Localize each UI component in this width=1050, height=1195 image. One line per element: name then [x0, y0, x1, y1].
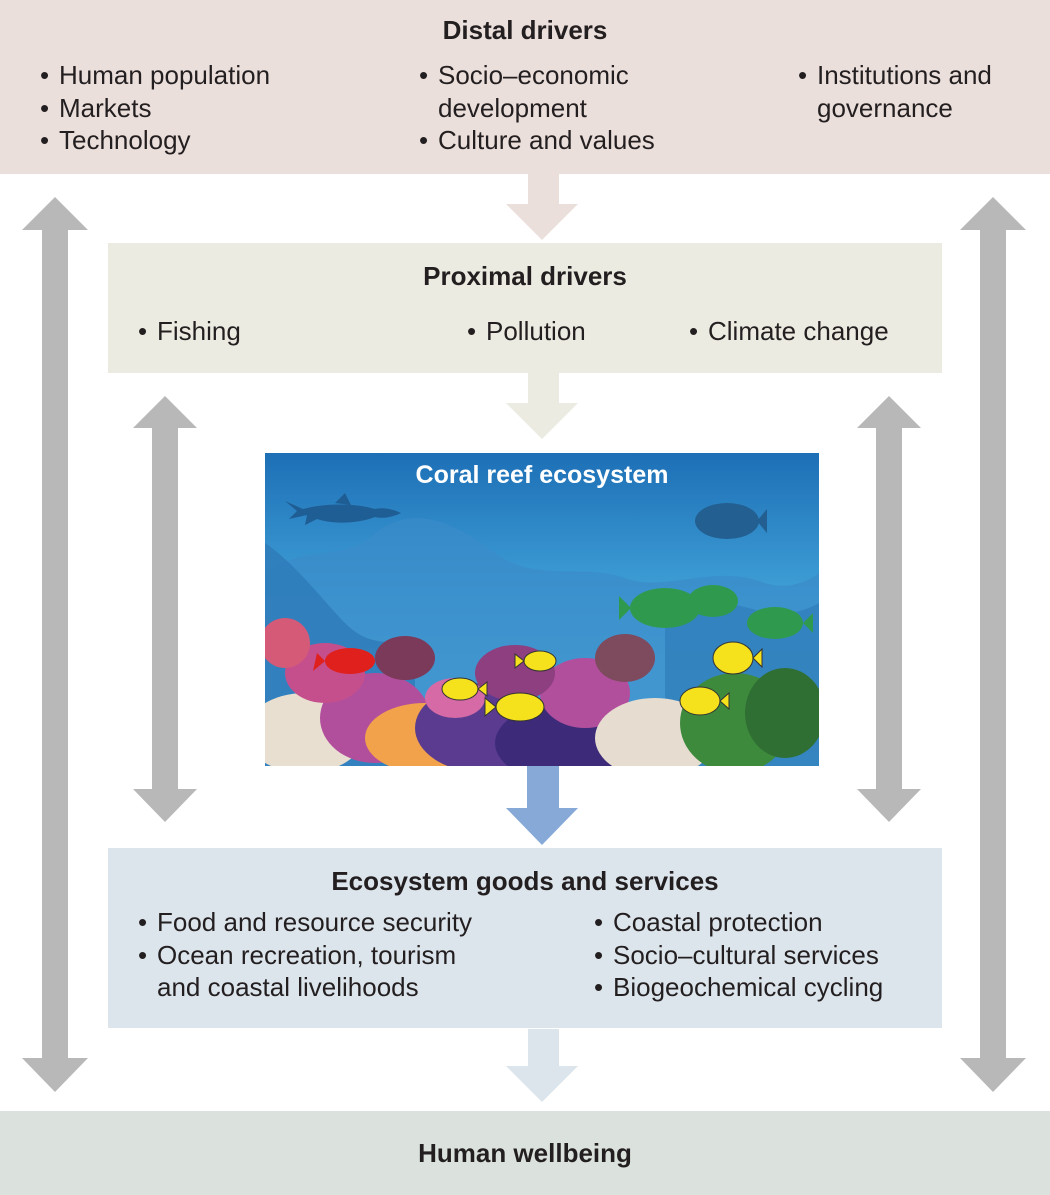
down-arrow-ecosystem-to-services	[506, 766, 578, 845]
list-item: Coastal protection	[594, 906, 883, 939]
list-item: Socio–cultural services	[594, 939, 883, 972]
human-wellbeing-panel: Human wellbeing	[0, 1111, 1050, 1195]
list-item: Markets	[40, 92, 270, 125]
distal-drivers-title: Distal drivers	[442, 15, 608, 45]
coral-reef-illustration: Coral reef ecosystem	[265, 453, 819, 766]
list-item: Fishing	[138, 315, 241, 348]
down-arrow-proximal-to-ecosystem	[506, 373, 578, 439]
list-item: Biogeochemical cycling	[594, 971, 883, 1004]
proximal-drivers-title: Proximal drivers	[423, 261, 627, 291]
list-item: Culture and values	[419, 124, 655, 157]
ecosystem-services-list-1: Food and resource security Ocean recreat…	[138, 906, 472, 1004]
list-item: Socio–economic development	[419, 59, 655, 124]
fish-silhouette-tail	[757, 509, 767, 533]
distal-drivers-list-1: Human population Markets Technology	[40, 59, 270, 157]
coral-reef-title: Coral reef ecosystem	[415, 461, 669, 489]
list-item: Technology	[40, 124, 270, 157]
shark-icon	[285, 493, 401, 525]
double-arrow-outer-left	[22, 197, 88, 1092]
proximal-driver-fishing: Fishing	[138, 315, 241, 348]
double-arrow-inner-right	[857, 396, 921, 822]
list-item: Ocean recreation, tourism and coastal li…	[138, 939, 472, 1004]
red-fish-icon	[313, 648, 375, 674]
proximal-driver-climate: Climate change	[689, 315, 889, 348]
down-arrow-services-to-wellbeing	[506, 1029, 578, 1102]
coral-reef-scene	[265, 453, 819, 766]
ecosystem-services-title: Ecosystem goods and services	[331, 866, 719, 896]
green-fish-group	[619, 585, 813, 639]
proximal-driver-pollution: Pollution	[467, 315, 586, 348]
human-wellbeing-title: Human wellbeing	[418, 1138, 632, 1168]
double-arrow-outer-right	[960, 197, 1026, 1092]
list-item: Climate change	[689, 315, 889, 348]
distal-drivers-list-2: Socio–economic development Culture and v…	[419, 59, 655, 157]
list-item: Human population	[40, 59, 270, 92]
double-arrow-inner-left	[133, 396, 197, 822]
list-item: Pollution	[467, 315, 586, 348]
list-item: Food and resource security	[138, 906, 472, 939]
down-arrow-distal-to-proximal	[506, 174, 578, 240]
distal-drivers-panel: Distal drivers Human population Markets …	[0, 0, 1050, 174]
proximal-drivers-panel: Proximal drivers Fishing Pollution Clima…	[108, 243, 942, 373]
fish-silhouette-icon	[695, 503, 759, 539]
ecosystem-services-panel: Ecosystem goods and services Food and re…	[108, 848, 942, 1028]
yellow-fish-group	[441, 641, 763, 722]
list-item: Institutions and governance	[798, 59, 992, 124]
ecosystem-services-list-2: Coastal protection Socio–cultural servic…	[594, 906, 883, 1004]
distal-drivers-list-3: Institutions and governance	[798, 59, 992, 124]
